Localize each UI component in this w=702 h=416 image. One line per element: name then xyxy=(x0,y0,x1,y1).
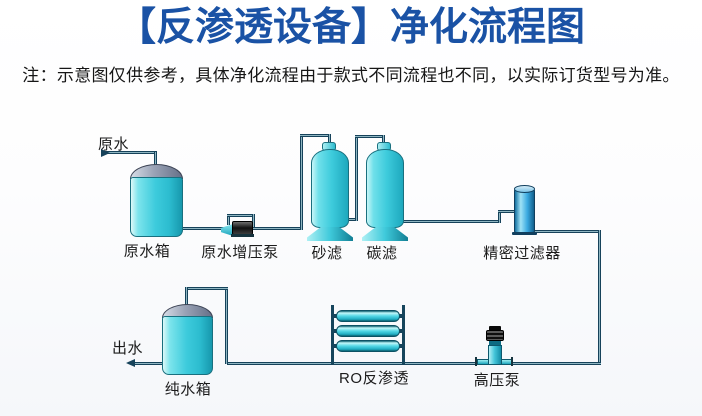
carbon-filter-base xyxy=(362,227,408,241)
sand-filter-vessel xyxy=(311,149,349,228)
label-carbon-filter: 碳滤 xyxy=(366,245,398,262)
raw-water-tank-body xyxy=(130,177,183,237)
pure-water-tank-body xyxy=(162,316,213,375)
pipe-sand-filter-out xyxy=(347,218,358,221)
hp-pump-tick-right xyxy=(511,357,513,366)
precision-filter-cylinder xyxy=(514,189,535,233)
ro-membrane-vessel-1 xyxy=(336,310,400,322)
hp-pump-cap xyxy=(489,326,501,331)
pipe-precision-in xyxy=(498,210,516,213)
label-hp-pump: 高压泵 xyxy=(473,372,521,389)
hp-pump-flange-left xyxy=(477,359,489,365)
pipe-riser-to-carbon-filter xyxy=(355,135,358,221)
pipe-precision-step xyxy=(498,210,501,223)
pipe-precision-out xyxy=(533,230,601,233)
pipe-pump-loop-top xyxy=(227,214,255,217)
label-booster-pump: 原水增压泵 xyxy=(201,244,279,261)
pipe-carbon-to-precision xyxy=(402,220,501,223)
label-raw-water-inlet: 原水 xyxy=(98,136,130,153)
precision-filter-top xyxy=(514,185,535,193)
hp-pump-tick-left xyxy=(475,357,477,366)
pipe-riser-to-sand-filter xyxy=(300,134,303,230)
booster-pump-base xyxy=(231,234,254,237)
pipe-pure-tank-riser xyxy=(225,287,228,364)
pipe-sand-filter-cap-drop xyxy=(328,134,331,146)
pipe-pump-loop-up xyxy=(227,215,230,225)
label-water-outlet: 出水 xyxy=(112,340,144,357)
hp-pump-body xyxy=(488,345,502,365)
pipe-carbon-filter-top xyxy=(355,135,385,138)
sand-filter-base xyxy=(307,227,353,241)
ro-stub xyxy=(399,344,402,348)
pipe-raw-inlet-drop xyxy=(154,152,157,167)
pipe-water-outlet xyxy=(133,362,163,365)
ro-frame-right xyxy=(402,305,405,364)
pipe-bottom-main xyxy=(227,362,601,365)
label-pure-water-tank: 纯水箱 xyxy=(164,381,212,398)
ro-stub xyxy=(334,329,337,333)
carbon-filter-vessel xyxy=(366,149,404,228)
ro-membrane-vessel-2 xyxy=(336,325,400,337)
label-ro-membrane: RO反渗透 xyxy=(338,370,410,387)
label-raw-water-tank: 原水箱 xyxy=(123,243,171,260)
pipe-tank-to-pump xyxy=(181,227,225,230)
pipe-carbon-filter-cap-drop xyxy=(382,135,385,146)
ro-stub xyxy=(399,314,402,318)
precision-filter-base xyxy=(512,232,537,235)
pipe-pure-tank-in xyxy=(185,287,188,306)
hp-pump-motor xyxy=(486,330,504,341)
inlet-flow-arrow-icon xyxy=(101,149,110,157)
pipe-raw-inlet-horizontal xyxy=(102,151,157,154)
pipe-pure-tank-top xyxy=(185,287,228,290)
outlet-flow-arrow-icon xyxy=(126,359,135,367)
ro-stub xyxy=(334,314,337,318)
label-precision-filter: 精密过滤器 xyxy=(483,245,561,262)
ro-frame-left xyxy=(331,305,334,364)
page-title: 【反渗透设备】净化流程图 xyxy=(116,6,585,49)
pipe-right-downcomer xyxy=(598,230,601,365)
booster-pump-inlet-cone xyxy=(221,224,233,236)
pipe-pump-out xyxy=(252,227,303,230)
disclaimer-note: 注：示意图仅供参考，具体净化流程由于款式不同流程也不同，以实际订货型号为准。 xyxy=(22,66,680,85)
pipe-sand-filter-top xyxy=(300,134,331,137)
ro-stub xyxy=(399,329,402,333)
label-sand-filter: 砂滤 xyxy=(311,245,343,262)
ro-membrane-vessel-3 xyxy=(336,340,400,352)
hp-pump-coupling xyxy=(489,341,501,345)
ro-stub xyxy=(334,344,337,348)
booster-pump-motor xyxy=(232,221,253,235)
